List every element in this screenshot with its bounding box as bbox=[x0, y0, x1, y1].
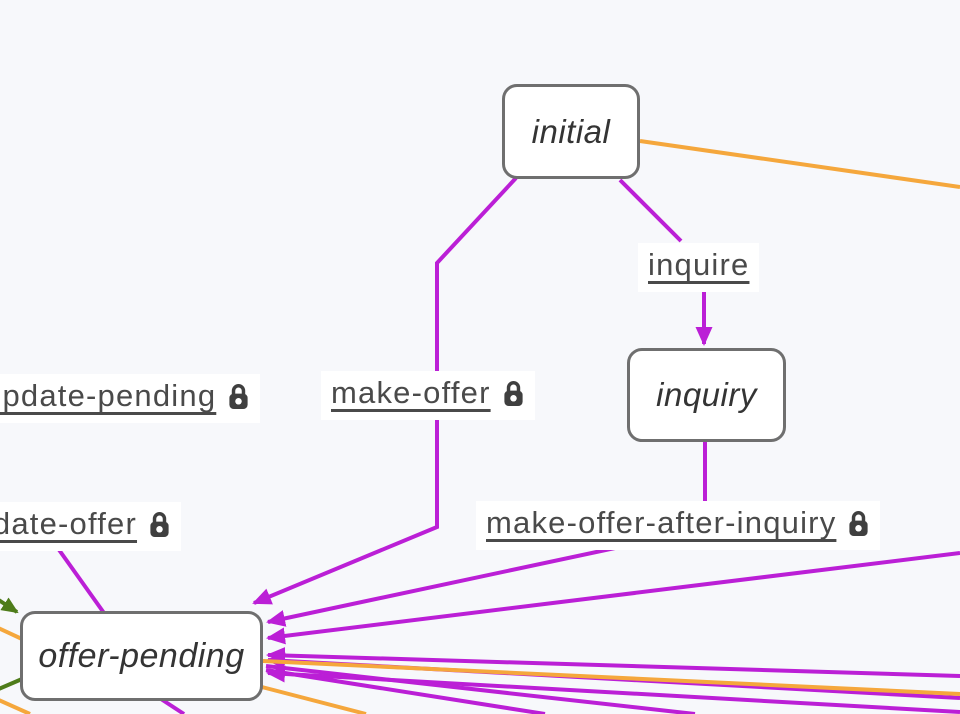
event-label-inquire-text: inquire bbox=[648, 247, 750, 282]
edge-orange-left-lower bbox=[0, 698, 31, 714]
event-label-update-pending[interactable]: update-pending bbox=[0, 374, 261, 423]
state-node-offer-pending-label: offer-pending bbox=[38, 636, 245, 675]
event-label-update-offer-text: update-offer bbox=[0, 506, 138, 541]
lock-icon bbox=[150, 511, 169, 537]
event-label-make-offer-after-inquiry[interactable]: make-offer-after-inquiry bbox=[476, 501, 881, 550]
edge-green-left-upper bbox=[0, 597, 19, 614]
event-label-make-offer[interactable]: make-offer bbox=[321, 371, 535, 420]
state-node-initial[interactable]: initial bbox=[502, 84, 640, 179]
event-label-inquire[interactable]: inquire bbox=[638, 243, 760, 292]
edge-green-left-lower bbox=[0, 677, 23, 691]
event-label-update-pending-text: update-pending bbox=[0, 378, 217, 413]
edge-orange-from-initial bbox=[639, 139, 960, 189]
edge-outgoing-bottom-3 bbox=[159, 697, 186, 714]
edge-update-offer bbox=[55, 545, 106, 615]
state-node-inquiry[interactable]: inquiry bbox=[627, 348, 786, 442]
lock-icon bbox=[849, 510, 869, 536]
edge-outgoing-bottom-1 bbox=[265, 664, 696, 714]
state-node-offer-pending[interactable]: offer-pending bbox=[20, 611, 263, 701]
edge-orange-left-upper bbox=[0, 626, 23, 641]
edge-orange-bottom bbox=[257, 684, 367, 714]
edge-incoming-right-2 bbox=[266, 647, 960, 678]
event-label-update-offer[interactable]: update-offer bbox=[0, 502, 182, 551]
edge-outgoing-bottom-2 bbox=[265, 668, 546, 714]
edge-incoming-right-1 bbox=[266, 551, 960, 645]
lock-icon bbox=[504, 380, 523, 406]
state-node-initial-label: initial bbox=[531, 112, 611, 150]
edge-orange-right bbox=[262, 659, 960, 696]
event-label-make-offer-after-inquiry-text: make-offer-after-inquiry bbox=[486, 505, 837, 540]
event-label-make-offer-text: make-offer bbox=[331, 375, 491, 410]
state-node-inquiry-label: inquiry bbox=[656, 376, 757, 413]
edge-inquire-upper bbox=[618, 178, 683, 243]
edge-moai-lower bbox=[266, 539, 649, 627]
lock-icon bbox=[229, 383, 248, 409]
